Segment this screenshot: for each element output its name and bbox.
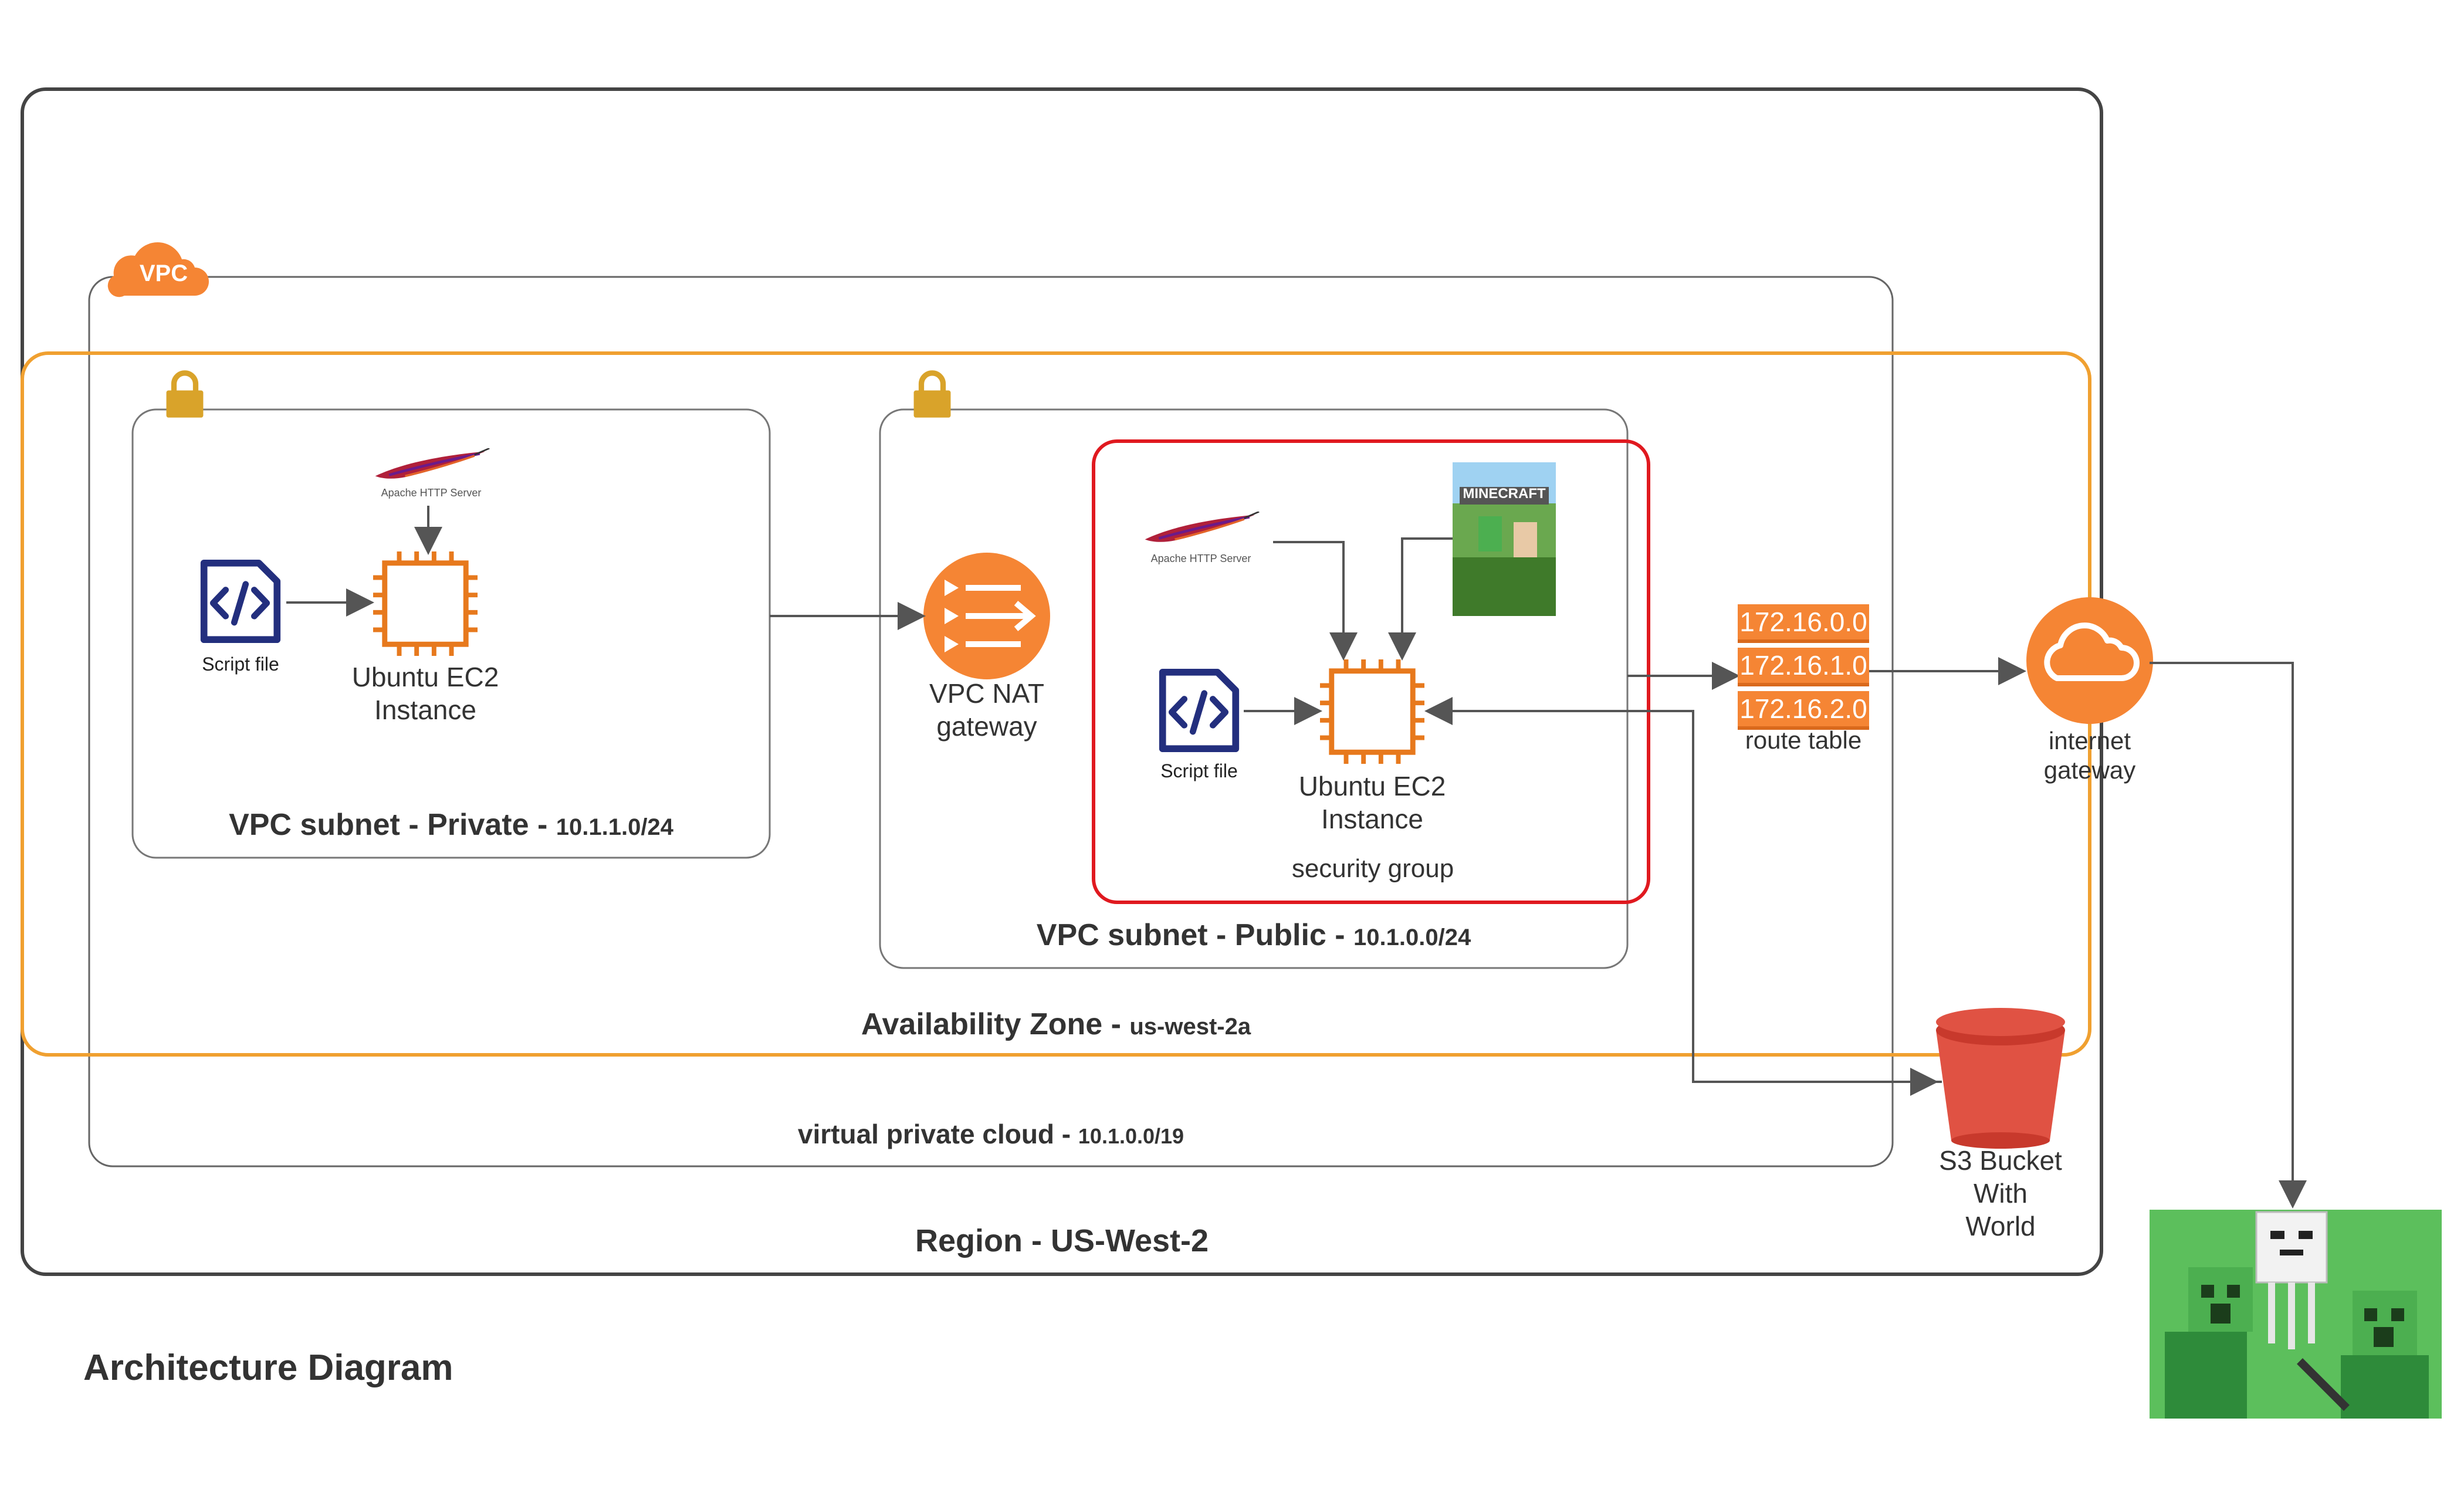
public-subnet-label: VPC subnet - Public - <box>1036 918 1345 952</box>
apache-caption: Apache HTTP Server <box>381 487 482 499</box>
igw-label-line: internet <box>2048 727 2131 754</box>
internet-gateway-label: internet gateway <box>2002 726 2178 785</box>
public-subnet-title: VPC subnet - Public - 10.1.0.0/24 <box>880 918 1627 953</box>
nat-gateway-icon <box>923 553 1050 679</box>
private-subnet-title: VPC subnet - Private - 10.1.1.0/24 <box>133 807 770 842</box>
ec2-label-line: Instance <box>374 695 476 725</box>
route-entry: 172.16.0.0 <box>1738 604 1869 643</box>
s3-bucket-icon <box>1936 1008 2065 1149</box>
internet-gateway-icon <box>2026 597 2153 724</box>
ec2-public-label: Ubuntu EC2 Instance <box>1275 770 1469 835</box>
ec2-private-label: Ubuntu EC2 Instance <box>329 661 522 726</box>
apache-caption: Apache HTTP Server <box>1150 553 1251 564</box>
minecraft-players-photo <box>2150 1210 2442 1419</box>
security-group-box <box>1092 439 1650 904</box>
ec2-chip-icon <box>373 551 478 656</box>
private-subnet-box <box>131 408 771 859</box>
route-entry: 172.16.1.0 <box>1738 648 1869 686</box>
public-subnet-cidr: 10.1.0.0/24 <box>1353 925 1471 950</box>
ec2-label-line: Ubuntu EC2 <box>1298 771 1446 801</box>
apache-feather-icon <box>1145 512 1260 542</box>
ec2-label-line: Ubuntu EC2 <box>351 662 499 692</box>
ec2-chip-icon <box>1320 659 1424 764</box>
connectors <box>286 506 2307 1209</box>
ec2-label-line: Instance <box>1321 804 1423 834</box>
igw-label-line: gateway <box>2043 756 2136 784</box>
security-group-label: security group <box>1291 854 1454 883</box>
nat-label-line: VPC NAT <box>929 678 1044 709</box>
route-entry: 172.16.2.0 <box>1738 691 1869 730</box>
route-table-label: route table <box>1745 726 1862 754</box>
s3-bucket-label: S3 Bucket With World <box>1913 1144 2089 1243</box>
s3-label-line: S3 Bucket <box>1939 1145 2062 1176</box>
lock-icon <box>914 373 951 418</box>
script-file-icon <box>204 563 277 639</box>
apache-to-ec2-public-arrow <box>1273 541 1358 661</box>
script-file-label: Script file <box>1160 760 1238 781</box>
availability-zone-title: Availability Zone - us-west-2a <box>22 1007 2090 1042</box>
vpc-box <box>88 276 1894 1167</box>
availability-zone-label: Availability Zone - <box>861 1007 1121 1041</box>
availability-zone-name: us-west-2a <box>1129 1014 1251 1040</box>
vpc-label: virtual private cloud - <box>797 1119 1071 1149</box>
nat-gateway-label: VPC NAT gateway <box>892 677 1082 743</box>
lock-icon <box>167 373 204 418</box>
minecraft-logo-text: MINECRAFT <box>1463 486 1546 502</box>
igw-to-players-arrow <box>2150 662 2307 1209</box>
minecraft-cover-icon <box>1453 462 1556 616</box>
vpc-cidr: 10.1.0.0/19 <box>1078 1124 1184 1148</box>
apache-feather-icon <box>375 448 490 479</box>
s3-label-line: With <box>1974 1178 2028 1209</box>
diagram-caption: Architecture Diagram <box>83 1348 453 1388</box>
vpc-badge-label: VPC <box>139 260 188 286</box>
script-file-icon <box>1163 672 1236 749</box>
vpc-title: virtual private cloud - 10.1.0.0/19 <box>89 1118 1893 1150</box>
nat-label-line: gateway <box>936 711 1037 742</box>
script-file-label: Script file <box>202 654 279 675</box>
vpc-cloud-icon <box>107 242 209 297</box>
private-subnet-label: VPC subnet - Private - <box>229 808 548 842</box>
s3-label-line: World <box>1965 1211 2036 1241</box>
public-subnet-box <box>879 408 1629 969</box>
minecraft-to-ec2-public-arrow <box>1388 537 1453 661</box>
private-subnet-cidr: 10.1.1.0/24 <box>556 814 673 840</box>
region-title: Region - US-West-2 <box>915 1223 1209 1258</box>
